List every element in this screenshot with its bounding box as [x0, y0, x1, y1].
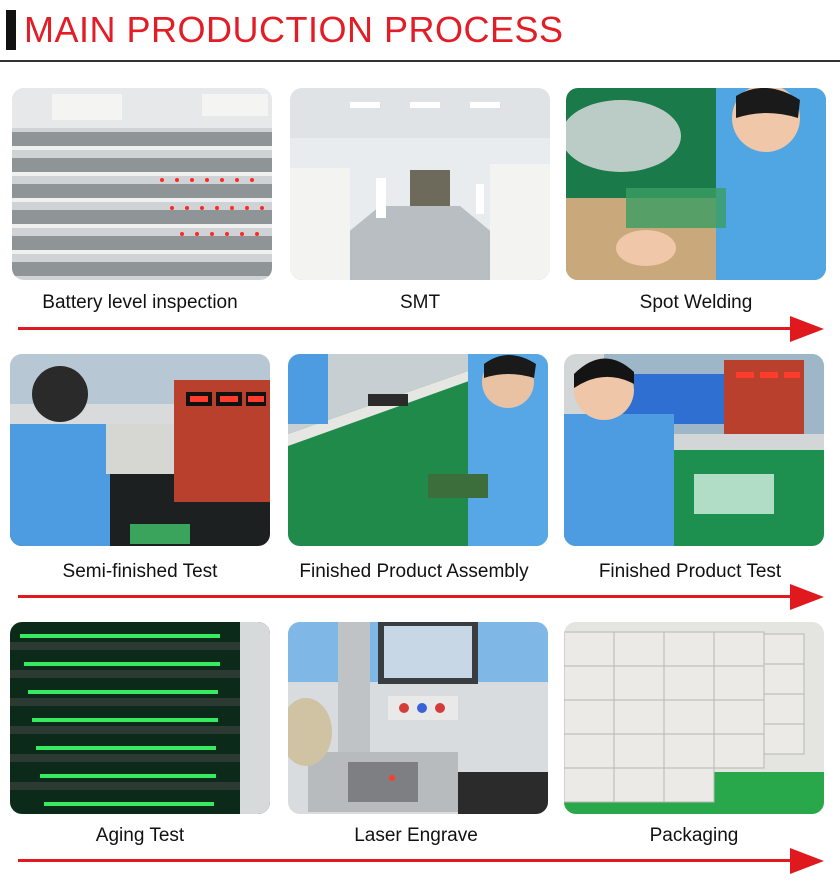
right-arrow-icon: [18, 846, 824, 876]
right-arrow-icon: [18, 582, 824, 612]
battery-inspection-photo: [12, 88, 272, 280]
step-label: SMT: [399, 292, 441, 313]
spot-welding-photo: [566, 88, 826, 280]
step-label: Finished Product Assembly: [299, 561, 529, 582]
header: MAIN PRODUCTION PROCESS: [0, 0, 840, 62]
step-label: Finished Product Test: [598, 561, 782, 582]
step-label: Aging Test: [95, 825, 185, 846]
step-label: Laser Engrave: [354, 825, 478, 846]
page-title: MAIN PRODUCTION PROCESS: [24, 9, 564, 50]
packaging-photo: [564, 622, 824, 814]
right-arrow-icon: [18, 314, 824, 344]
step-label: Packaging: [649, 825, 739, 846]
finished-product-test-photo: [564, 354, 824, 546]
aging-test-photo: [10, 622, 270, 814]
semi-finished-test-photo: [10, 354, 270, 546]
title-accent-bar: [6, 10, 16, 50]
assembly-line-photo: [288, 354, 548, 546]
smt-workshop-photo: [290, 88, 550, 280]
step-label: Spot Welding: [639, 292, 753, 313]
step-label: Battery level inspection: [42, 292, 238, 313]
step-label: Semi-finished Test: [62, 561, 218, 582]
laser-engrave-photo: [288, 622, 548, 814]
title-divider: [0, 60, 840, 62]
